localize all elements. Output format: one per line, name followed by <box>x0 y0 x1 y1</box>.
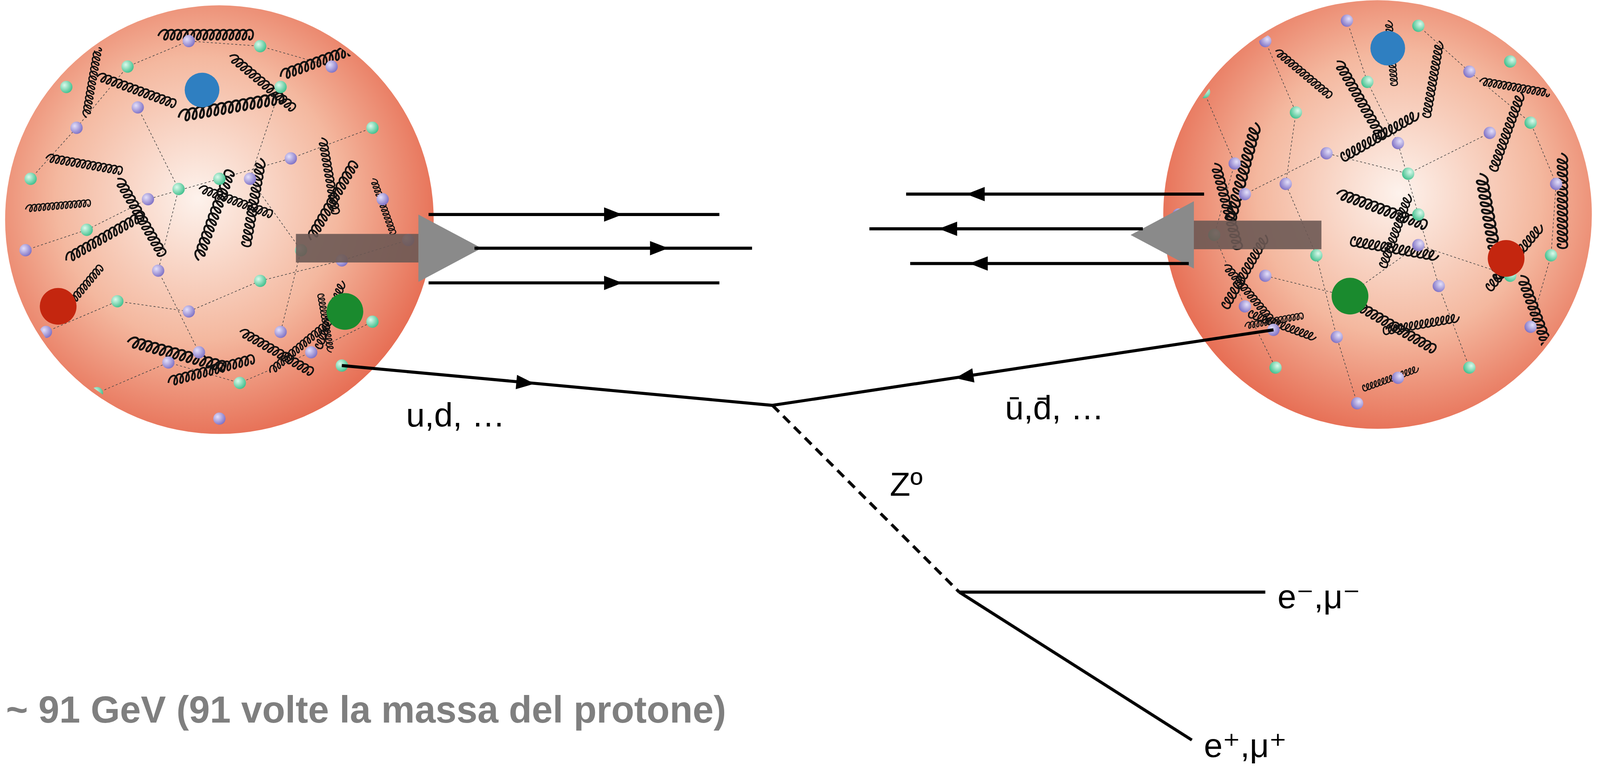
mass-note: ~ 91 GeV (91 volte la massa del protone) <box>6 690 727 729</box>
proton-right <box>1163 0 1592 429</box>
antiquark-label: ū,d̄, … <box>1005 390 1104 425</box>
boson-label: Zº <box>889 467 923 501</box>
quark-label: u,d, … <box>406 398 505 432</box>
lepton-label: e⁻,μ⁻ <box>1277 579 1361 614</box>
antilepton-label: e⁺,μ⁺ <box>1203 728 1287 763</box>
